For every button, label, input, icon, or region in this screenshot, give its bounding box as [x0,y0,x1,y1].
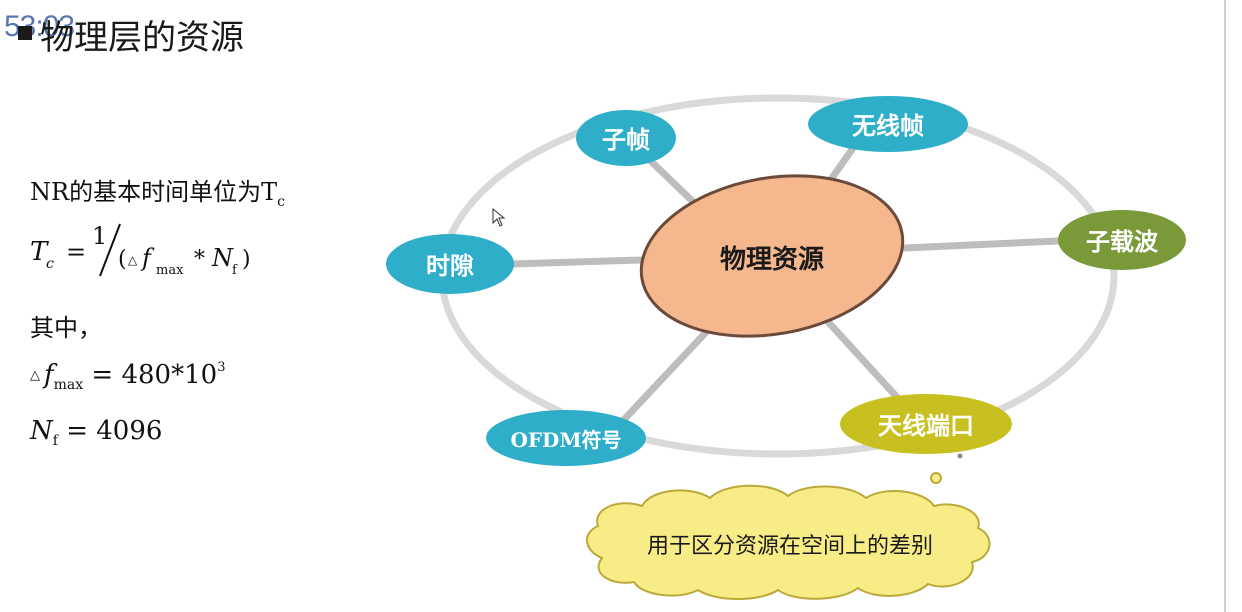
formula-lhs: T [30,237,49,267]
eq2-N-subscript: f [52,433,58,449]
cloud-callout-text: 用于区分资源在空间上的差别 [647,534,933,559]
mouse-cursor-icon [492,208,506,227]
eq1-rhs: = 480*10 [91,360,218,390]
node-ofdm-symbol: OFDM符号 [486,410,646,466]
node-antenna-port-label: 天线端口 [878,412,974,440]
formula-intro: NR的基本时间单位为Tc [30,172,285,210]
formula-f: f [140,244,155,272]
svg-text:): ) [242,247,251,272]
center-node: 物理资源 [639,174,905,338]
node-radio-frame: 无线帧 [808,96,968,152]
formula-N-subscript: f [232,263,238,278]
formula-f-subscript: max [156,263,184,278]
eq-n-f: Nf = 4096 [30,416,162,449]
eq1-f: f [44,360,54,390]
node-antenna-port: 天线端口 [840,394,1012,454]
delta-symbol: △ [30,368,40,383]
slide-title: 物理层的资源 [40,18,244,58]
node-antenna-port-ellipse [840,394,1012,454]
center-label: 物理资源 [720,245,824,275]
spokes [508,134,1084,430]
node-radio-frame-label: 无线帧 [852,112,924,140]
tc-formula: T c = 1 ( △ f max * N f ) [30,222,251,278]
title-bullet-icon [18,26,32,40]
formula-lhs-subscript: c [46,256,54,272]
eq2-rhs: = 4096 [66,416,163,446]
spoke-subcarrier [901,236,1084,252]
node-subcarrier-ellipse [1058,210,1186,270]
cloud-shape [586,484,991,600]
spoke-antenna-port [816,309,909,410]
eq-delta-f-max: △ fmax = 480*103 [30,360,225,393]
node-subframe: 子帧 [576,110,676,166]
node-slot-ellipse [386,234,514,294]
node-subcarrier-label: 子载波 [1086,228,1159,256]
formula-slash [99,223,121,277]
formula-times: * [194,247,205,272]
node-slot-label: 时隙 [426,252,474,280]
slide-number: 53:03 [4,10,75,43]
eq1-exponent: 3 [217,360,226,375]
delta-symbol: △ [128,253,138,267]
node-subframe-ellipse [576,110,676,166]
node-radio-frame-ellipse [808,96,968,152]
thought-dot-small [930,472,942,484]
node-ofdm-symbol-label: OFDM符号 [510,428,621,452]
physical-resource-diagram: 物理资源 子帧 无线帧 子载波 天线端口 OFDM符号 时隙 用于区分资源在空间… [386,94,1186,600]
center-ellipse [639,174,905,338]
node-slot: 时隙 [386,234,514,294]
formula-intro-text: NR的基本时间单位为T [30,178,278,206]
spoke-ofdm-symbol [614,324,714,430]
where-label: 其中， [30,314,102,342]
eq1-f-subscript: max [53,377,84,393]
cloud-callout: 用于区分资源在空间上的差别 [586,484,991,600]
node-ofdm-symbol-ellipse [486,410,646,466]
node-subcarrier: 子载波 [1058,210,1186,270]
eq2-N: N [30,416,53,446]
formula-numerator: 1 [92,222,107,250]
formula-intro-subscript: c [277,194,285,210]
thought-dot-tiny [957,453,963,459]
svg-text:(: ( [118,247,127,272]
slide-right-border [1224,0,1226,612]
node-subframe-label: 子帧 [602,126,650,154]
formula-N: N [211,244,234,272]
spoke-slot [508,256,646,268]
formula-equals: = [66,238,86,266]
